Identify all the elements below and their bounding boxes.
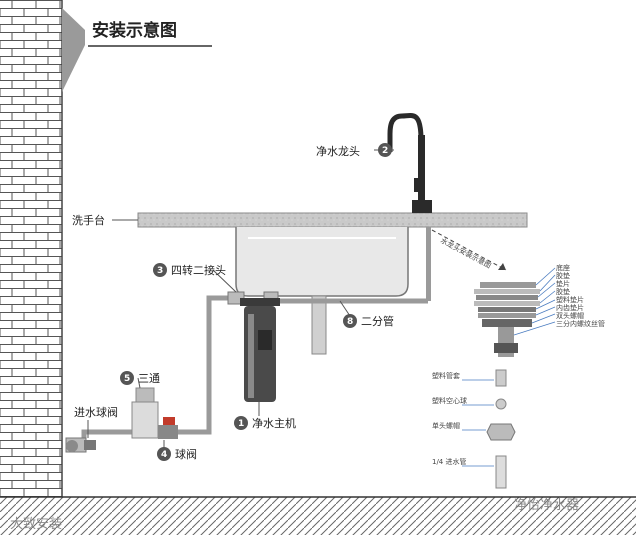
countertop [137,212,528,228]
label-tee: 三通 [138,372,160,385]
label-main-unit: 净水主机 [252,416,296,430]
svg-text:三分内螺纹丝管: 三分内螺纹丝管 [556,319,605,328]
svg-text:5: 5 [124,374,130,384]
parts-labels: 底座 胶垫 垫片 胶垫 塑料垫片 内齿垫片 双头螺帽 三分内螺纹丝管 [556,263,605,328]
svg-text:垫片: 垫片 [556,279,570,288]
faucet [387,113,432,213]
part-single-nut: 单头螺帽 [432,421,460,430]
svg-text:塑料垫片: 塑料垫片 [556,295,584,304]
watermark-right: 净怡净水器 [514,498,579,513]
label-inlet-valve: 进水球阀 [74,405,118,419]
filter-main-unit [240,298,280,402]
num-faucet [378,143,392,157]
num-tee [120,371,134,385]
svg-text:胶垫: 胶垫 [556,271,570,280]
sink-bowl [235,227,409,355]
tee-fitting [131,387,159,439]
diagram-title: 安装示意图 [92,20,177,41]
part-inlet-tube: 1/4 进水管 [432,457,467,466]
num-ball-valve [157,447,171,461]
svg-text:胶垫: 胶垫 [556,287,570,296]
label-faucet: 净水龙头 [316,144,360,158]
svg-text:双头螺帽: 双头螺帽 [556,311,584,320]
brick-wall [0,0,62,497]
svg-text:内齿垫片: 内齿垫片 [556,303,584,312]
ball-valve [158,417,178,439]
num-pipe [343,314,357,328]
num-adapter [153,263,167,277]
svg-text:8: 8 [347,317,353,327]
svg-text:2: 2 [382,146,388,156]
label-adapter: 四转二接头 [171,263,226,277]
svg-text:4: 4 [161,450,167,460]
parts-leaders [513,267,556,336]
label-ball-valve: 球阀 [175,447,197,461]
part-plastic-sleeve: 塑料管套 [432,371,460,380]
num-main-unit [234,416,248,430]
exploded-parts [474,282,540,357]
lower-parts [486,369,516,489]
svg-text:底座: 底座 [556,263,570,272]
label-pipe: 二分管 [361,314,394,328]
label-counter: 洗手台 [72,213,105,227]
part-plastic-ball: 塑料空心球 [432,396,467,405]
watermark-left: 大致安装 [10,517,62,532]
floor-hatch [0,497,636,535]
inlet-ball-valve [65,437,96,453]
title-arrow [62,8,85,92]
label-faucet-diagram: 水龙头安装示意图 [439,236,493,270]
svg-text:3: 3 [157,266,163,276]
svg-text:1: 1 [238,419,244,429]
